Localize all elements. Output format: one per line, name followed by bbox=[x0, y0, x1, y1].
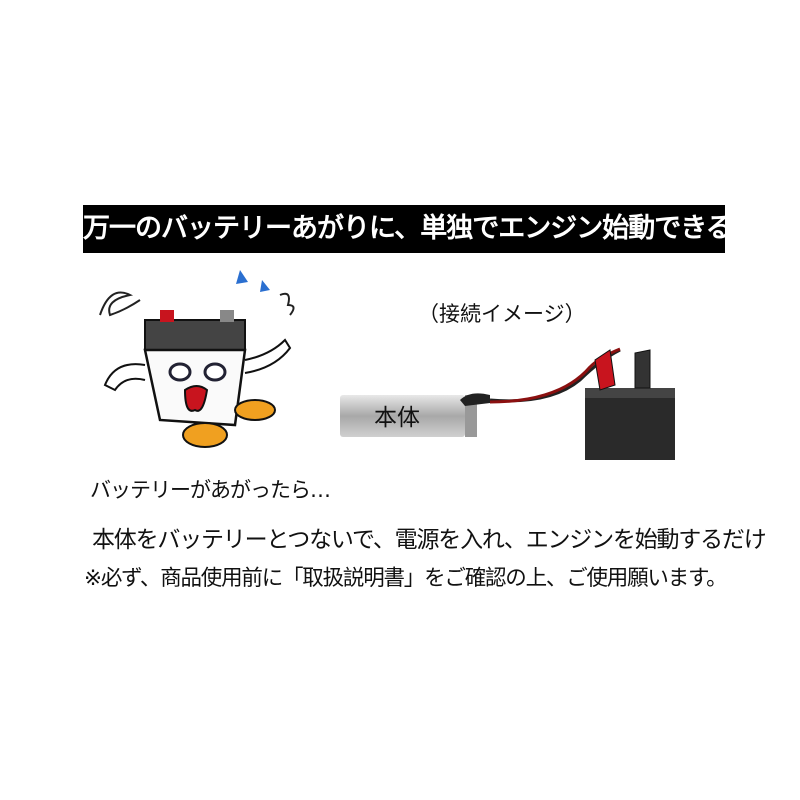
headline-banner: 万一のバッテリーあがりに、単独でエンジン始動できる bbox=[83, 205, 733, 253]
dead-battery-mascot-illustration bbox=[99, 270, 295, 448]
main-unit-label: 本体 bbox=[374, 405, 420, 431]
manual-notice: ※必ず、商品使用前に「取扱説明書」をご確認の上、ご使用願います。 bbox=[84, 566, 728, 591]
battery-dead-text: バッテリーがあがったら… bbox=[90, 478, 331, 502]
connection-image-caption: （接続イメージ） bbox=[418, 302, 586, 326]
jump-starter-connection-illustration bbox=[340, 347, 675, 460]
usage-description: 本体をバッテリーとつないで、電源を入れ、エンジンを始動するだけ bbox=[92, 527, 767, 553]
